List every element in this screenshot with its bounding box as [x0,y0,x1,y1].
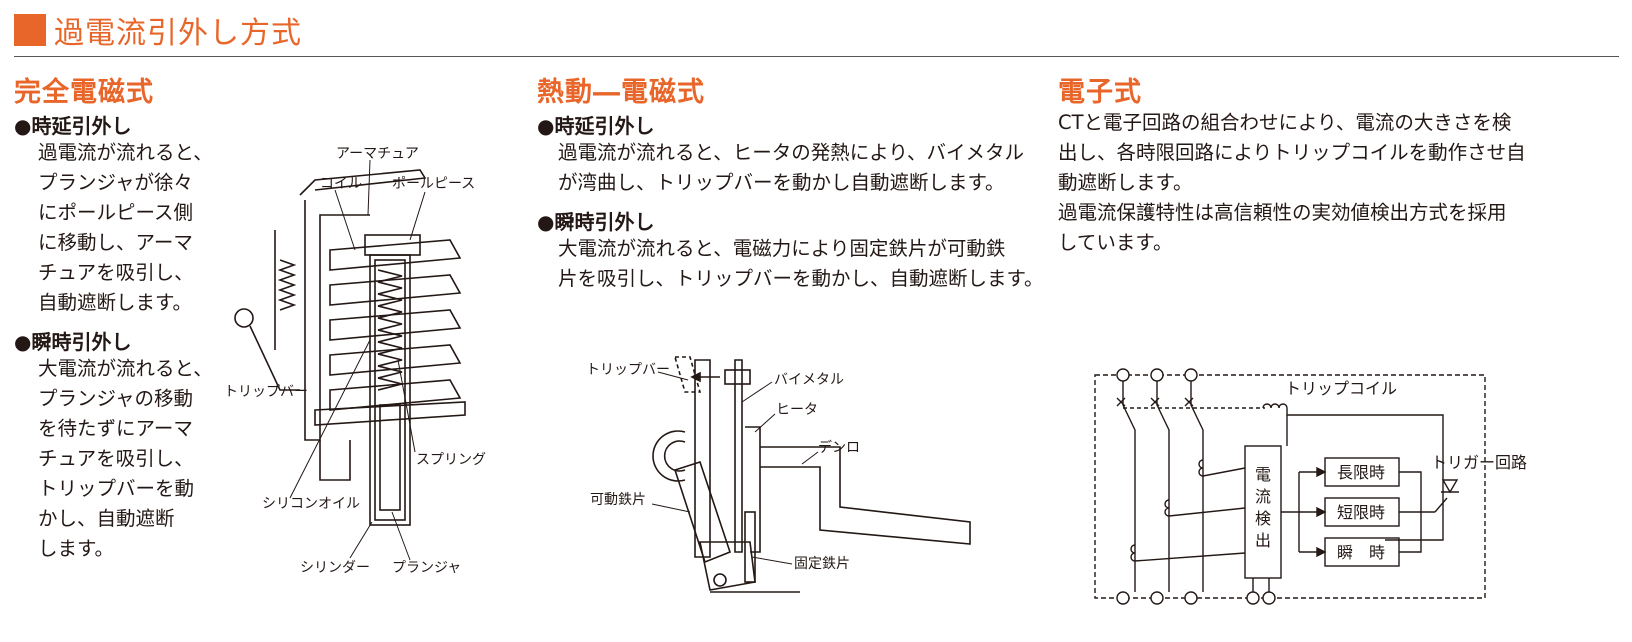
label-instantaneous: 瞬 時 [1337,543,1385,562]
label-long-time: 長限時 [1337,463,1385,482]
col2-inst-heading: ●瞬時引外し [537,210,655,234]
label-movable-iron: 可動鉄片 [590,492,646,508]
col1-heading: 完全電磁式 [14,77,154,108]
col1-delay-heading: ●時延引外し [14,114,132,138]
col2-delay-heading: ●時延引外し [537,114,655,138]
col3-heading: 電子式 [1058,77,1142,108]
label-detect-char-3: 検 [1255,509,1271,528]
title-marker-square [14,14,46,46]
label-armature: アーマチュア [336,146,419,162]
title-divider [14,56,1619,57]
label-short-time: 短限時 [1337,503,1385,522]
page-title-bar: 過電流引外し方式 [14,8,302,52]
label-cylinder: シリンダー [300,560,370,576]
label-silicon-oil: シリコンオイル [262,496,360,512]
col2-mechanism-figure: トリップバー バイメタル ヒータ デンロ 可動鉄片 固定鉄片 [586,356,971,593]
col2-heading: 熱動―電磁式 [537,77,705,108]
label-heater: ヒータ [776,402,818,418]
label-detect-char-2: 流 [1255,487,1271,506]
col3-circuit-figure: トリップコイル トリガー回路 電 流 検 出 長限時 短限時 瞬 時 [1094,368,1527,605]
label-coil: コイル [320,176,362,192]
label-spring: スプリング [416,452,486,468]
label-pole-piece: ポールピース [392,176,475,192]
col2-inst-body: 大電流が流れると、電磁力により固定鉄片が可動鉄 片を吸引し、トリップバーを動かし… [558,237,1044,290]
label-fixed-iron: 固定鉄片 [794,556,850,572]
label-trigger-circuit: トリガー回路 [1431,453,1527,472]
label2-trip-bar: トリップバー [586,362,670,378]
label-detect-char-1: 電 [1255,465,1271,484]
label-trip-bar: トリップバー [224,384,308,400]
col1-mechanism-figure: アーマチュア コイル ポールピース トリップバー スプリング シリコンオイル シ… [224,146,486,576]
label-bimetal: バイメタル [774,372,844,388]
col3-body-1: CTと電子回路の組合わせにより、電流の大きさを検 出し、各時限回路によりトリップ… [1058,111,1526,194]
page-title: 過電流引外し方式 [54,16,302,51]
col1-inst-body: 大電流が流れると、 プランジャの移動 を待たずにアーマ チュアを吸引し、 トリッ… [38,357,213,560]
label-trip-coil: トリップコイル [1285,379,1397,398]
col1-delay-body: 過電流が流れると、 プランジャが徐々 にポールピース側 に移動し、アーマ チュア… [38,141,213,314]
label-plunger: プランジャ [392,560,461,576]
col1-inst-heading: ●瞬時引外し [14,330,132,354]
label-detect-char-4: 出 [1255,531,1271,550]
col3-body-2: 過電流保護特性は高信頼性の実効値検出方式を採用 しています。 [1058,201,1507,254]
label-denro: デンロ [818,439,860,456]
col2-delay-body: 過電流が流れると、ヒータの発熱により、バイメタル が湾曲し、トリップバーを動かし… [558,141,1025,194]
